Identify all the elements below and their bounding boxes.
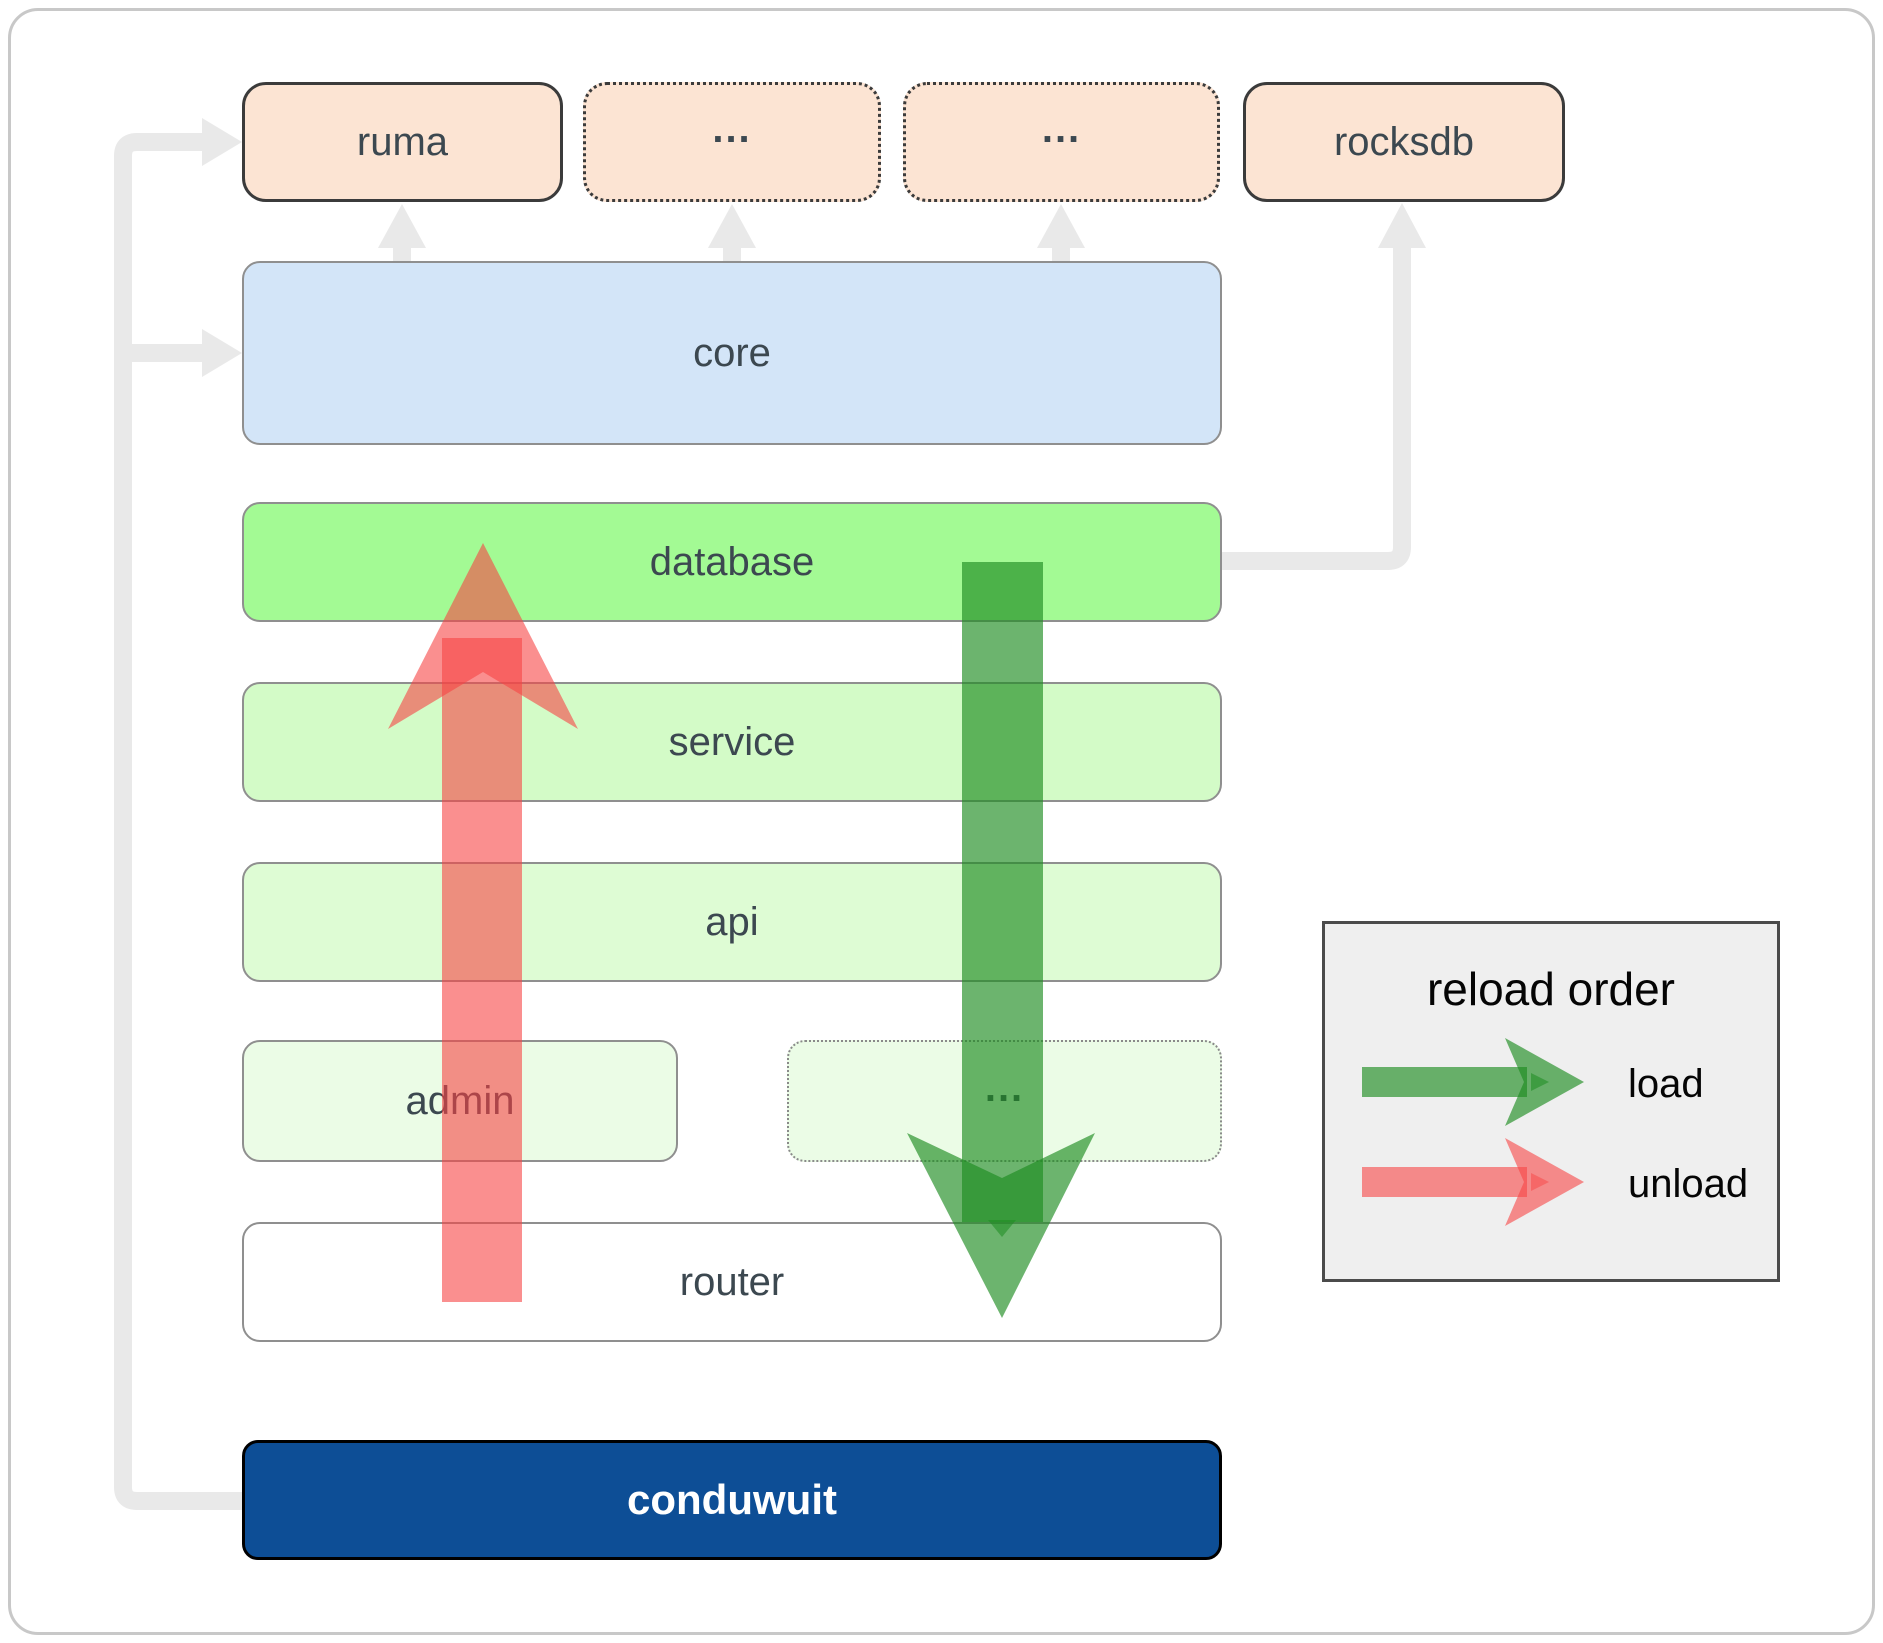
legend-box: reload order load unload — [1322, 921, 1780, 1282]
node-service-label: service — [668, 719, 796, 764]
arrowhead-core-depmore2-icon — [1037, 204, 1085, 248]
node-dependency-more-1-label: ... — [712, 106, 752, 151]
node-rocksdb: rocksdb — [1243, 82, 1565, 202]
node-database-label: database — [649, 539, 815, 584]
arrowhead-into-rocksdb-icon — [1378, 203, 1426, 248]
node-router-label: router — [679, 1259, 785, 1304]
node-conduwuit-label: conduwuit — [627, 1476, 837, 1523]
node-core: core — [242, 261, 1222, 445]
node-admin: admin — [242, 1040, 678, 1162]
node-core-label: core — [693, 330, 771, 375]
edge-database-rocksdb — [1222, 246, 1411, 570]
node-database: database — [242, 502, 1222, 622]
node-rocksdb-label: rocksdb — [1333, 119, 1475, 164]
node-ruma-label: ruma — [356, 119, 449, 164]
arrowhead-into-ruma-icon — [202, 118, 242, 166]
node-service: service — [242, 682, 1222, 802]
node-admin-label: admin — [405, 1078, 515, 1123]
node-api-label: api — [705, 899, 759, 944]
arrowhead-into-core-icon — [202, 329, 242, 377]
node-dependency-more-2: ... — [903, 82, 1220, 202]
node-dependency-more-1: ... — [583, 82, 881, 202]
arrowhead-core-ruma-icon — [378, 204, 426, 248]
legend-title: reload order — [1426, 963, 1676, 1015]
node-router: router — [242, 1222, 1222, 1342]
node-api: api — [242, 862, 1222, 982]
node-dependency-more-2-label: ... — [1041, 106, 1082, 151]
edge-conduwuit-ruma — [114, 133, 242, 1510]
node-conduwuit: conduwuit — [242, 1440, 1222, 1560]
node-service-more: ... — [787, 1040, 1222, 1162]
legend-load-label: load — [1628, 1062, 1704, 1106]
node-service-more-label: ... — [984, 1065, 1025, 1110]
arrowhead-core-depmore1-icon — [708, 204, 756, 248]
node-ruma: ruma — [242, 82, 563, 202]
legend-unload-label: unload — [1628, 1162, 1749, 1206]
